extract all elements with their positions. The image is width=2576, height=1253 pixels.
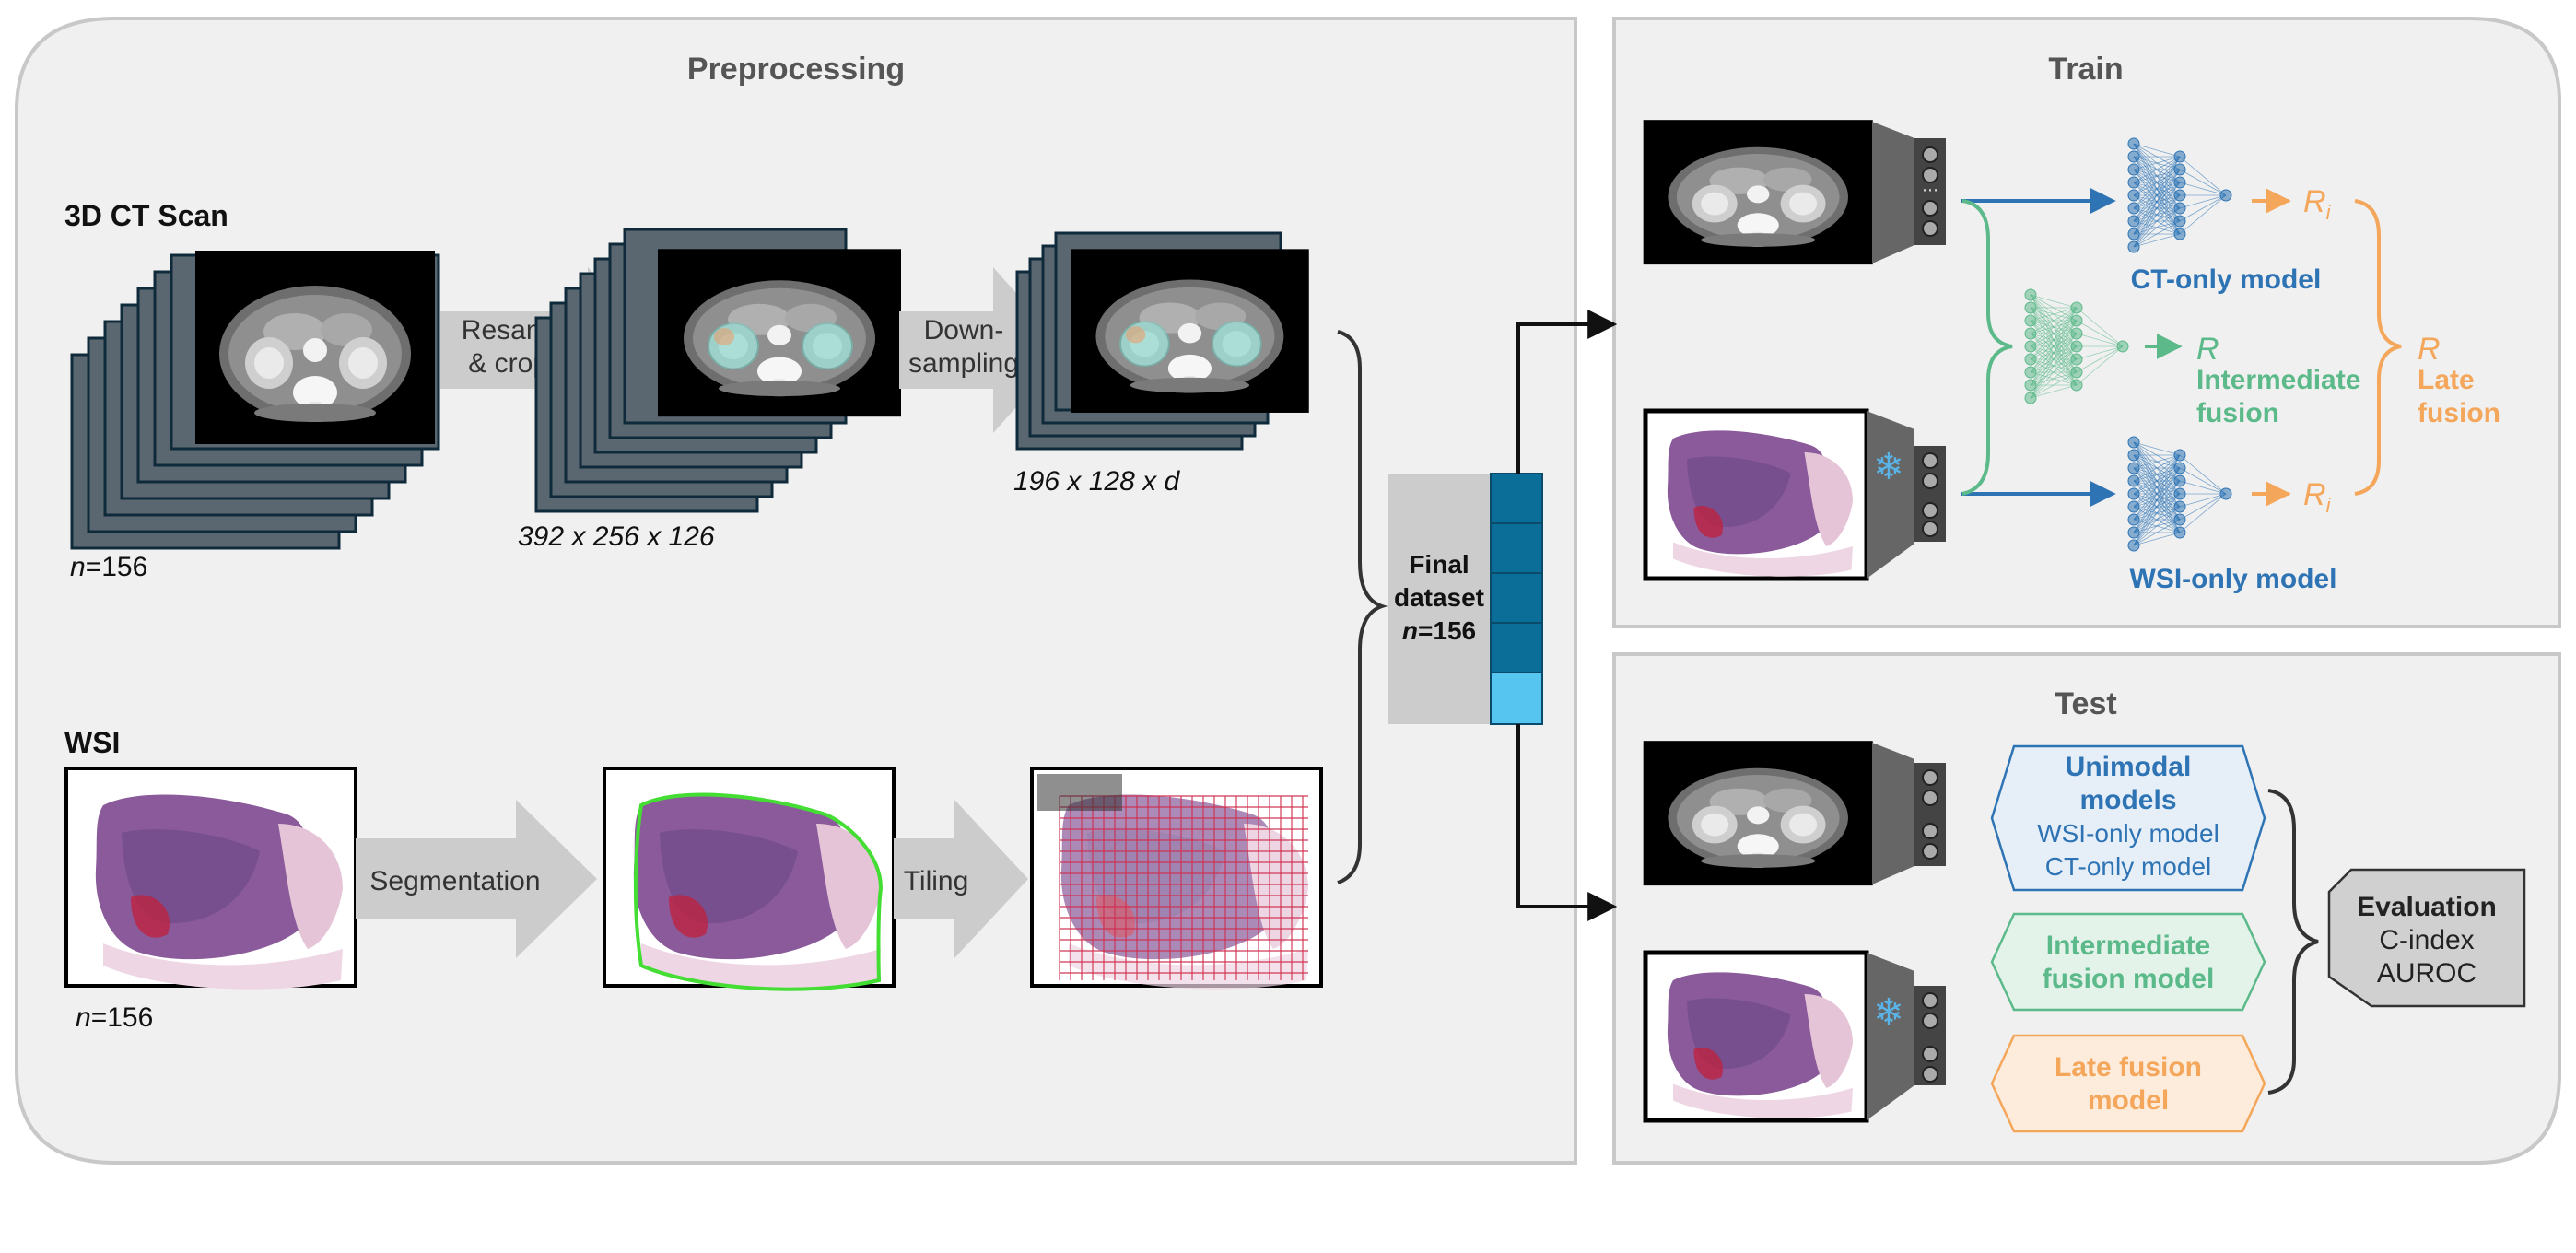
downsampling-label-line1: Down- — [924, 315, 1004, 345]
unimodal-item-ct: CT-only model — [2045, 852, 2212, 881]
evaluation-cindex: C-index — [2379, 925, 2474, 955]
intermediate-model-line1: Intermediate — [2046, 931, 2210, 961]
dataset-split-bar — [1490, 473, 1543, 725]
test-wsi-encoder — [1867, 953, 1946, 1120]
ct-dims-downsampled: 196 x 128 x d — [1013, 466, 1180, 497]
svg-text:⋯: ⋯ — [1922, 181, 1938, 199]
unimodal-item-wsi: WSI-only model — [2037, 819, 2219, 848]
intermediate-model-line2: fusion model — [2043, 964, 2215, 994]
ct-slice-cropped-image — [658, 249, 901, 417]
ct-volume-stack-resampled — [534, 228, 901, 513]
final-dataset-box — [1388, 474, 1491, 724]
ct-dims-resampled: 392 x 256 x 126 — [518, 521, 715, 552]
snowflake-icon: ❄ — [1873, 447, 1904, 487]
intermediate-fusion-network-icon — [2024, 288, 2129, 404]
ct-volume-stack-downsampled — [1015, 231, 1309, 451]
test-ct-image — [1643, 741, 1873, 886]
train-ct-image — [1643, 120, 1873, 265]
ct-n-label: n=156 — [70, 552, 147, 582]
intermediate-fusion-line1: Intermediate — [2196, 365, 2360, 395]
late-risk-label: R — [2418, 332, 2441, 367]
unimodal-title-line2: models — [2079, 785, 2176, 815]
unimodal-models-box — [1990, 744, 2266, 892]
wsi-n-label: n=156 — [76, 1002, 153, 1033]
segmentation-label: Segmentation — [369, 866, 540, 896]
merge-brace — [1337, 330, 1388, 884]
wsi-label: WSI — [64, 726, 120, 759]
test-snowflake-icon: ❄ — [1873, 992, 1904, 1033]
train-wsi-encoder-body — [1867, 411, 1914, 579]
wsi-only-network-icon — [2127, 436, 2232, 552]
train-title: Train — [2048, 52, 2123, 87]
segmentation-arrow — [356, 800, 597, 958]
evaluation-box — [2327, 868, 2526, 1008]
late-model-line2: model — [2088, 1085, 2169, 1116]
test-wsi-image — [1643, 950, 1869, 1123]
ct-scan-label: 3D CT Scan — [64, 199, 228, 232]
late-fusion-line2: fusion — [2418, 398, 2500, 428]
unimodal-title-line1: Unimodal — [2066, 752, 2192, 782]
dataset-line2: dataset — [1394, 583, 1484, 612]
to-test-arrow — [1516, 724, 1618, 921]
tiling-arrow — [894, 800, 1028, 958]
wsi-segmented-slide — [603, 767, 896, 991]
ct-slice-downsampled-image — [1071, 249, 1309, 413]
train-ct-encoder: ⋯ — [1872, 122, 1946, 263]
dataset-line1: Final — [1409, 550, 1469, 579]
ct-only-model-label: CT-only model — [2131, 264, 2322, 295]
evaluation-brace — [2267, 789, 2319, 1095]
wsi-risk-label: Ri — [2303, 477, 2332, 517]
ct-risk-label: Ri — [2303, 184, 2332, 224]
to-train-arrow — [1516, 310, 1618, 474]
late-fusion-model-box — [1990, 1034, 2266, 1133]
intermediate-fusion-model-box — [1990, 912, 2266, 1012]
late-fusion-line1: Late — [2418, 365, 2475, 395]
intermediate-fusion-line2: fusion — [2196, 398, 2279, 428]
wsi-tiled-slide — [1030, 767, 1323, 990]
ct-slice-image — [195, 251, 435, 444]
evaluation-auroc: AUROC — [2377, 958, 2476, 989]
train-wsi-image — [1643, 408, 1869, 581]
ct-volume-stack-raw — [70, 251, 440, 550]
evaluation-title: Evaluation — [2357, 892, 2497, 922]
intermediate-risk-label: R — [2196, 332, 2219, 367]
ct-only-network-icon — [2127, 137, 2232, 253]
late-model-line1: Late fusion — [2055, 1052, 2202, 1083]
intermediate-fusion-brace — [1961, 199, 2013, 496]
dataset-n: n=156 — [1402, 616, 1476, 645]
tiling-label: Tiling — [904, 866, 969, 896]
downsampling-label-line2: sampling — [908, 348, 1019, 379]
wsi-raw-slide — [64, 767, 357, 990]
wsi-only-model-label: WSI-only model — [2130, 564, 2337, 594]
test-title: Test — [2055, 686, 2116, 721]
train-wsi-encoder — [1914, 446, 1946, 542]
test-ct-encoder — [1872, 743, 1946, 884]
preprocessing-title: Preprocessing — [687, 52, 905, 87]
late-fusion-brace — [2354, 199, 2402, 496]
